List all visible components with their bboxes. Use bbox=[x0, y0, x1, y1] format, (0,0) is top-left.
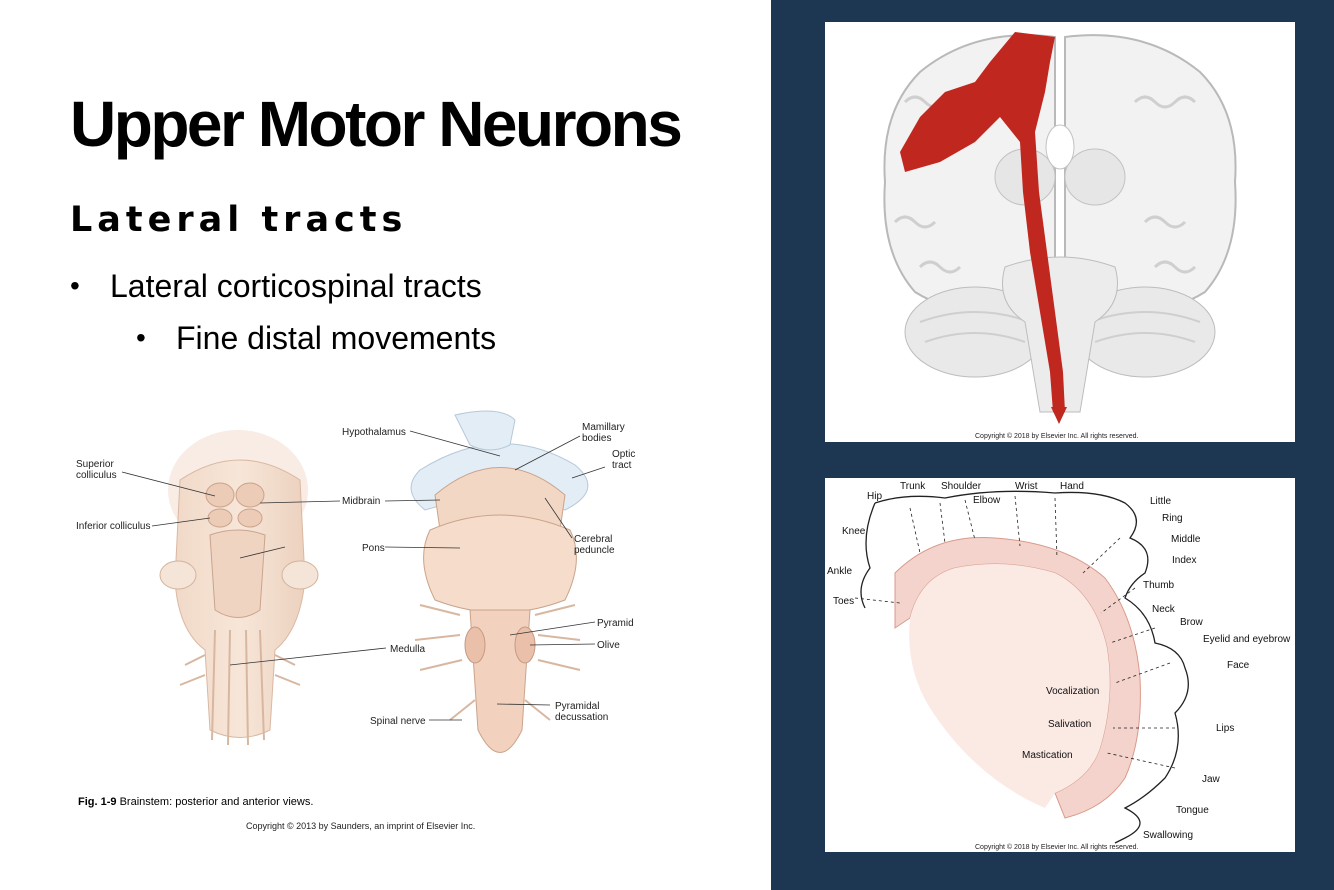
anterior-brainstem-illustration bbox=[410, 410, 589, 753]
label-inferior-colliculus: Inferior colliculus bbox=[76, 521, 150, 532]
label-shoulder: Shoulder bbox=[941, 481, 982, 492]
label-mamillary-bodies: Mamillary bbox=[582, 422, 625, 433]
figure-caption-text: Brainstem: posterior and anterior views. bbox=[117, 796, 314, 808]
label-little: Little bbox=[1150, 496, 1172, 507]
label-tongue: Tongue bbox=[1176, 805, 1209, 816]
sub-bullet-item: • Fine distal movements bbox=[70, 322, 496, 354]
label-spinal-nerve: Spinal nerve bbox=[370, 716, 426, 727]
label-optic-tract: Optic bbox=[612, 449, 635, 460]
label-cerebral-peduncle-2: peduncle bbox=[574, 545, 615, 556]
label-pyramidal-decussation-2: decussation bbox=[555, 712, 608, 723]
slide-title: Upper Motor Neurons bbox=[70, 88, 683, 160]
label-olive: Olive bbox=[597, 640, 620, 651]
label-ring: Ring bbox=[1162, 513, 1183, 524]
label-pyramidal-decussation: Pyramidal bbox=[555, 701, 599, 712]
label-elbow: Elbow bbox=[973, 495, 1001, 506]
label-jaw: Jaw bbox=[1202, 774, 1221, 785]
corticospinal-tract bbox=[900, 32, 1065, 412]
label-ankle: Ankle bbox=[827, 566, 852, 577]
bullet-list: • Lateral corticospinal tracts • Fine di… bbox=[70, 270, 496, 354]
label-vocalization: Vocalization bbox=[1046, 686, 1099, 697]
label-swallowing: Swallowing bbox=[1143, 830, 1193, 841]
label-knee: Knee bbox=[842, 526, 866, 537]
label-hand: Hand bbox=[1060, 481, 1084, 492]
coronal-brain-image: Copyright © 2018 by Elsevier Inc. All ri… bbox=[825, 22, 1295, 442]
label-salivation: Salivation bbox=[1048, 719, 1091, 730]
motor-homunculus-image: Trunk Shoulder Wrist Hand Hip Elbow Litt… bbox=[825, 478, 1295, 852]
label-face: Face bbox=[1227, 660, 1250, 671]
label-hip: Hip bbox=[867, 491, 882, 502]
figure-caption: Fig. 1-9 Brainstem: posterior and anteri… bbox=[78, 796, 313, 808]
label-toes: Toes bbox=[833, 596, 854, 607]
label-lips: Lips bbox=[1216, 723, 1234, 734]
label-medulla: Medulla bbox=[390, 644, 425, 655]
posterior-brainstem-illustration bbox=[159, 430, 319, 746]
label-neck: Neck bbox=[1152, 604, 1176, 615]
label-midbrain: Midbrain bbox=[342, 496, 380, 507]
bullet-text: Lateral corticospinal tracts bbox=[110, 268, 482, 304]
figure-copyright: Copyright © 2013 by Saunders, an imprint… bbox=[246, 821, 475, 831]
figure-caption-number: Fig. 1-9 bbox=[78, 796, 117, 808]
label-mamillary-bodies-2: bodies bbox=[582, 433, 611, 444]
coronal-copyright: Copyright © 2018 by Elsevier Inc. All ri… bbox=[975, 432, 1139, 440]
label-eyelid-and-eyebrow: Eyelid and eyebrow bbox=[1203, 634, 1291, 645]
bullet-item: • Lateral corticospinal tracts bbox=[70, 270, 496, 322]
label-trunk: Trunk bbox=[900, 481, 926, 492]
label-index: Index bbox=[1172, 555, 1196, 566]
label-pyramid: Pyramid bbox=[597, 618, 634, 629]
label-middle: Middle bbox=[1171, 534, 1201, 545]
label-cerebral-peduncle: Cerebral bbox=[574, 534, 612, 545]
label-hypothalamus: Hypothalamus bbox=[342, 427, 406, 438]
label-wrist: Wrist bbox=[1015, 481, 1038, 492]
bullet-dot-icon: • bbox=[70, 270, 80, 301]
label-thumb: Thumb bbox=[1143, 580, 1175, 591]
coronal-brain-illustration: Copyright © 2018 by Elsevier Inc. All ri… bbox=[883, 32, 1237, 440]
label-optic-tract-2: tract bbox=[612, 460, 632, 471]
label-pons: Pons bbox=[362, 543, 385, 554]
label-brow: Brow bbox=[1180, 617, 1204, 628]
leader-lines bbox=[121, 430, 606, 721]
homunculus-copyright: Copyright © 2018 by Elsevier Inc. All ri… bbox=[975, 843, 1139, 851]
label-mastication: Mastication bbox=[1022, 750, 1073, 761]
motor-homunculus-illustration: Trunk Shoulder Wrist Hand Hip Elbow Litt… bbox=[827, 481, 1291, 851]
label-superior-colliculus-2: colliculus bbox=[76, 470, 117, 481]
brainstem-figure: Hypothalamus Mamillary bodies Optic trac… bbox=[76, 410, 635, 831]
bullet-dot-icon: • bbox=[136, 322, 146, 353]
label-superior-colliculus: Superior bbox=[76, 459, 114, 470]
slide-subtitle: Lateral tracts bbox=[70, 200, 408, 240]
bullet-text: Fine distal movements bbox=[176, 320, 497, 356]
